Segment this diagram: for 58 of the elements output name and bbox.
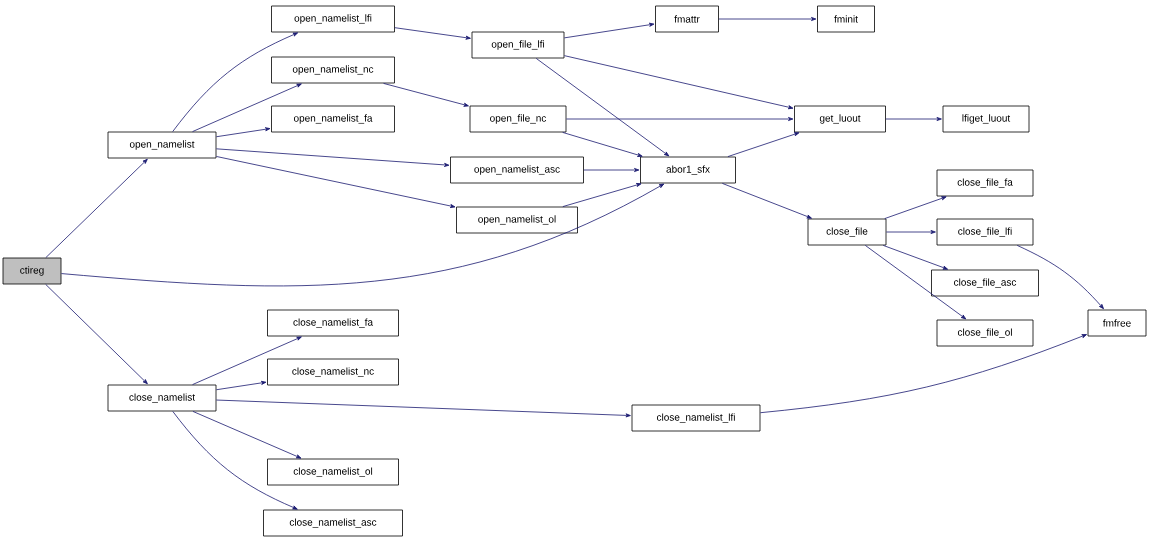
function-box: close_file_asc bbox=[931, 269, 1039, 297]
function-box: get_luout bbox=[794, 105, 886, 133]
function-box: open_file_lfi bbox=[471, 31, 565, 59]
arrow bbox=[216, 127, 271, 138]
arrow bbox=[383, 83, 469, 107]
arrow bbox=[216, 399, 631, 418]
function-box: close_file bbox=[807, 218, 887, 246]
arrow bbox=[45, 284, 148, 385]
arrow bbox=[562, 132, 643, 157]
arrow bbox=[886, 230, 936, 234]
function-box: close_file_ol bbox=[936, 319, 1034, 347]
function-box: fminit bbox=[817, 5, 875, 33]
function-box: fmattr bbox=[655, 5, 719, 33]
arrow bbox=[884, 196, 947, 219]
function-box: abor1_sfx bbox=[640, 156, 736, 184]
function-box: close_file_fa bbox=[936, 169, 1034, 197]
arrow bbox=[882, 245, 949, 270]
arrow bbox=[192, 411, 302, 459]
arrow bbox=[564, 22, 655, 39]
function-box: open_namelist_ol bbox=[456, 206, 578, 234]
function-box: lfiget_luout bbox=[942, 105, 1030, 133]
function-box: open_namelist bbox=[107, 131, 217, 159]
function-box: open_namelist_asc bbox=[450, 156, 584, 184]
arrow bbox=[172, 32, 299, 132]
function-box: ctireg bbox=[2, 257, 62, 285]
arrow bbox=[61, 183, 665, 287]
arrow bbox=[216, 148, 450, 167]
arrow bbox=[566, 117, 794, 121]
function-box: close_namelist_ol bbox=[267, 458, 399, 486]
function-box: close_namelist bbox=[107, 384, 217, 412]
arrow bbox=[721, 183, 812, 219]
arrow bbox=[718, 17, 817, 21]
function-box: open_namelist_fa bbox=[271, 105, 395, 133]
arrow bbox=[760, 334, 1087, 414]
function-box: close_file_lfi bbox=[936, 218, 1034, 246]
arrow bbox=[192, 336, 302, 385]
function-box: close_namelist_fa bbox=[267, 309, 399, 337]
arrow bbox=[562, 183, 642, 207]
function-box: open_file_nc bbox=[469, 105, 567, 133]
function-box: close_namelist_nc bbox=[267, 358, 399, 386]
arrow bbox=[216, 380, 267, 391]
function-box: fmfree bbox=[1087, 309, 1147, 337]
arrow bbox=[727, 132, 800, 157]
arrow bbox=[45, 158, 148, 258]
arrow bbox=[216, 156, 456, 208]
arrow bbox=[1016, 245, 1104, 310]
arrow bbox=[535, 58, 670, 157]
arrow bbox=[394, 27, 471, 40]
arrow bbox=[864, 245, 967, 320]
arrow bbox=[564, 55, 794, 110]
function-box: open_namelist_nc bbox=[271, 56, 395, 84]
function-box: close_namelist_lfi bbox=[631, 404, 761, 432]
function-box: open_namelist_lfi bbox=[271, 5, 395, 33]
arrow bbox=[172, 411, 298, 510]
arrow bbox=[192, 83, 302, 132]
arrow bbox=[885, 117, 942, 121]
arrow bbox=[583, 168, 640, 172]
function-box: close_namelist_asc bbox=[263, 509, 403, 537]
